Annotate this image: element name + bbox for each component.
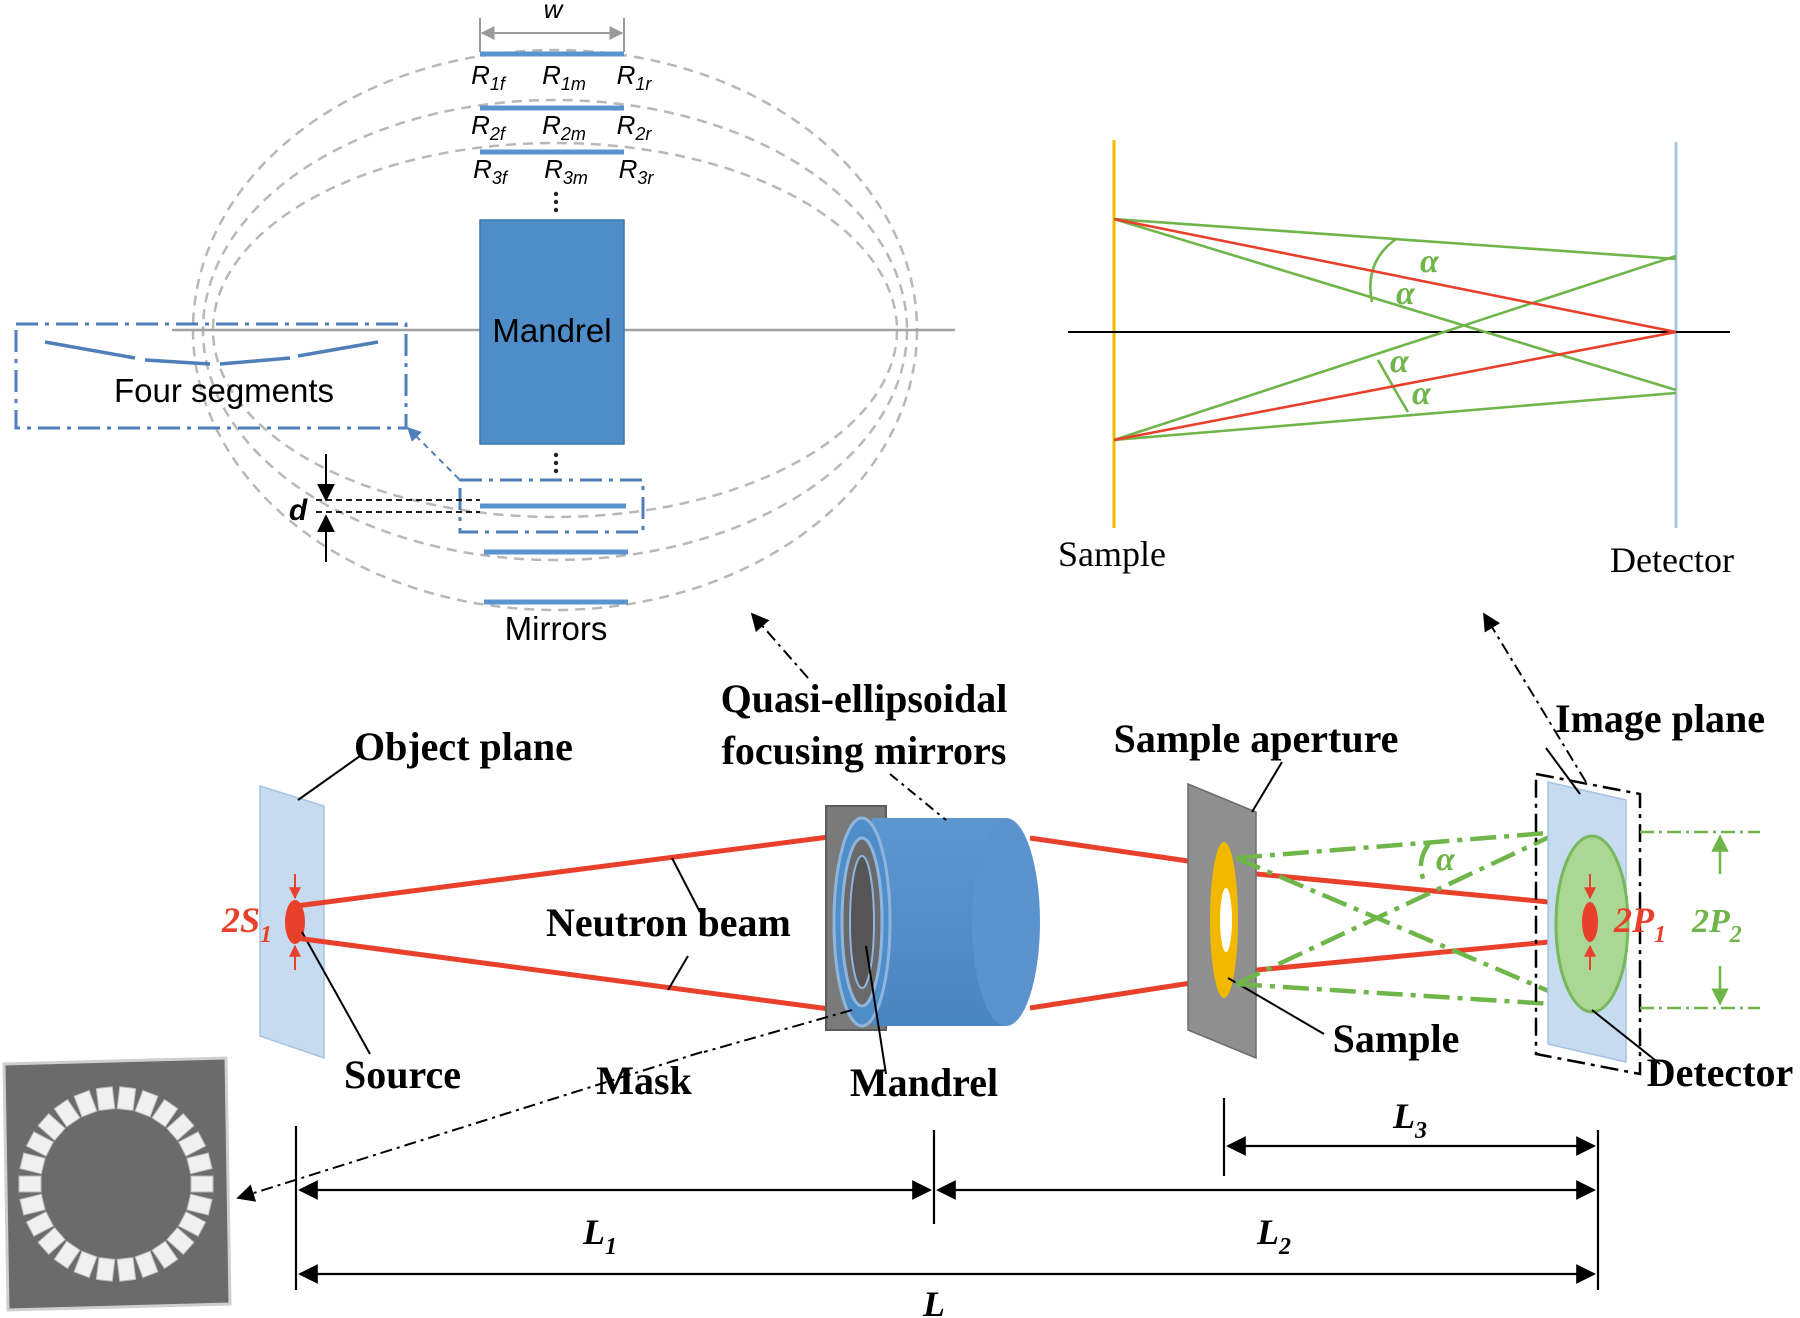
p2-dimension <box>1640 830 1760 1010</box>
dimension-lines <box>294 1098 1600 1290</box>
detector-label-main: Detector <box>1647 1050 1794 1095</box>
mask-slit <box>53 1098 81 1128</box>
mask-slit <box>190 1175 214 1193</box>
r1m-label: R1m <box>542 60 586 94</box>
L-label: L <box>922 1284 945 1318</box>
mandrel-block <box>479 219 625 445</box>
r2m-label: R2m <box>542 110 586 144</box>
mask-slit <box>19 1193 46 1216</box>
sample-aperture-label: Sample aperture <box>1114 716 1399 761</box>
segment-highlight-box <box>458 478 645 534</box>
outgoing-beam <box>1029 835 1591 1011</box>
green-rays <box>1113 217 1677 442</box>
d-dimension <box>316 454 480 562</box>
object-plane-label: Object plane <box>354 724 573 769</box>
r3r-label: R3r <box>619 154 655 188</box>
mask-slit <box>25 1211 55 1237</box>
r3m-label: R3m <box>544 154 588 188</box>
p1-label: 2P1 <box>1613 900 1666 948</box>
sample-label-main: Sample <box>1333 1016 1460 1061</box>
mask-slit <box>116 1086 137 1112</box>
r2r-label: R2r <box>617 110 653 144</box>
alpha-label-1: α <box>1420 243 1440 280</box>
callout-to-right-inset <box>1483 612 1587 783</box>
mask-slit <box>25 1131 55 1157</box>
four-segments-lines <box>44 340 379 366</box>
L1-label: L1 <box>582 1212 617 1260</box>
mask-slit <box>116 1256 137 1282</box>
mask-slit <box>134 1250 159 1279</box>
mask-slit <box>186 1193 213 1216</box>
L2-label: L2 <box>1256 1212 1291 1260</box>
mask-slit <box>151 1240 179 1270</box>
mask-slit <box>73 1089 98 1118</box>
w-label: w <box>544 0 565 24</box>
mask-slit <box>73 1250 98 1279</box>
mask-slit <box>166 1227 195 1255</box>
image-plane-frame <box>1534 772 1642 1076</box>
mask-slit <box>19 1152 46 1175</box>
four-segments-label: Four segments <box>114 372 334 409</box>
mask-callout-arrow <box>236 1051 703 1202</box>
callout-to-left-inset <box>750 612 809 679</box>
top-mirrors <box>480 51 624 155</box>
ellipsis-dots <box>553 191 559 474</box>
mask-image <box>2 1056 232 1312</box>
inset-sample-label: Sample <box>1058 534 1166 574</box>
L3-label: L3 <box>1392 1096 1427 1144</box>
quasi-label-line1: Quasi-ellipsoidal <box>721 676 1008 721</box>
mirrors-label: Mirrors <box>505 610 608 647</box>
mirror-labels: R1f R1m R1r R2f R2m R2r R3f R3m R3r <box>471 60 654 188</box>
mask-slit <box>177 1211 207 1237</box>
mask-slit <box>37 1113 66 1141</box>
segment-callout-arrow <box>407 427 461 481</box>
bottom-mirrors <box>480 503 628 605</box>
image-plane-label: Image plane <box>1555 696 1765 741</box>
left-inset: w R1f R1m R1r R2f R2m R2r R3f R3m R3r Ma… <box>14 0 955 647</box>
mandrel-label-main: Mandrel <box>850 1060 998 1105</box>
quasi-label-line2: focusing mirrors <box>722 728 1007 773</box>
mask-slit <box>95 1256 116 1282</box>
mask-slit <box>177 1131 207 1157</box>
mirror-assembly <box>825 805 1040 1031</box>
mask-slit <box>95 1086 116 1112</box>
r1r-label: R1r <box>617 60 653 94</box>
mask-slit <box>37 1227 66 1255</box>
mask-slit <box>134 1089 159 1118</box>
p2-label: 2P2 <box>1691 903 1742 948</box>
source-label: Source <box>344 1052 461 1097</box>
alpha-label-2: α <box>1396 275 1416 312</box>
scattered-rays <box>1235 829 1585 1009</box>
alpha-label-4: α <box>1412 375 1432 412</box>
d-label: d <box>289 494 308 527</box>
neutron-beam-label: Neutron beam <box>546 900 791 945</box>
mask-slit <box>151 1098 179 1128</box>
mask-slit <box>166 1113 195 1141</box>
alpha-label-3: α <box>1390 343 1410 380</box>
mask-slit <box>53 1240 81 1270</box>
red-rays <box>1113 217 1677 442</box>
inset-detector-label: Detector <box>1610 540 1734 580</box>
r3f-label: R3f <box>473 154 509 188</box>
alpha-label-main: α <box>1436 841 1456 878</box>
main-schematic: Object plane 2S1 Source Neutron beam Man… <box>2 676 1794 1318</box>
mask-label: Mask <box>596 1058 692 1103</box>
right-inset: α α α α Sample Detector <box>1058 140 1734 580</box>
incoming-beam <box>295 831 853 1015</box>
r1f-label: R1f <box>471 60 507 94</box>
mask-slit <box>18 1175 42 1193</box>
r2f-label: R2f <box>471 110 507 144</box>
source-spot <box>285 900 305 944</box>
mask-slit <box>186 1152 213 1175</box>
mandrel-label: Mandrel <box>492 312 611 349</box>
four-segments-box <box>14 322 408 430</box>
source-size-label: 2S1 <box>221 900 272 948</box>
